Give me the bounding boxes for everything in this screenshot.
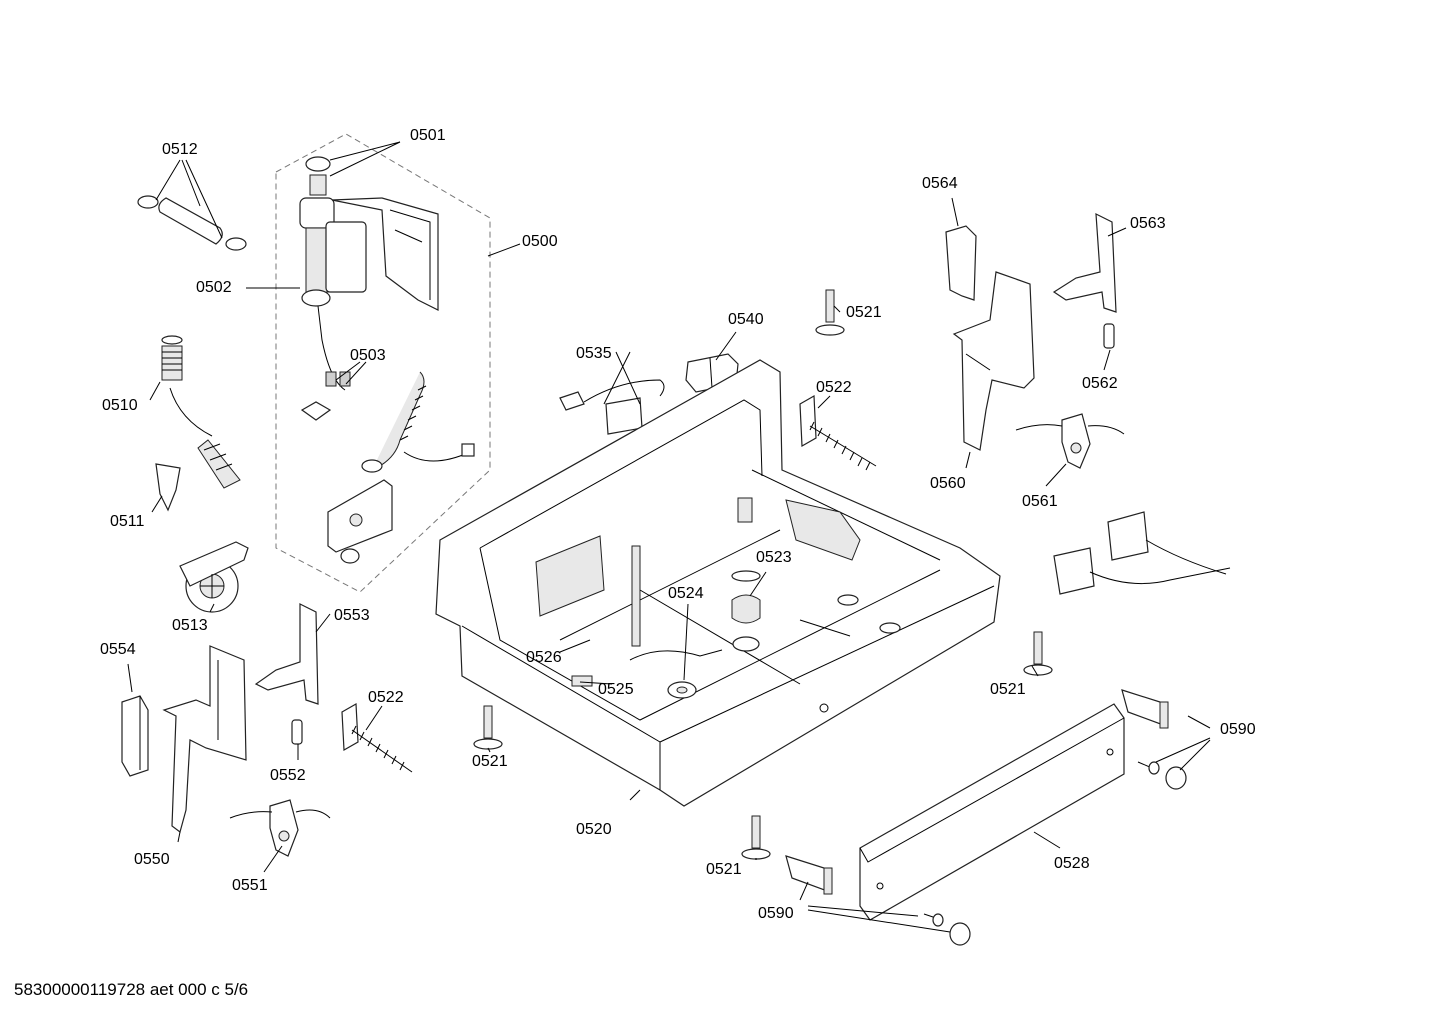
inlet-hose [161,335,241,489]
tube-with-clamps [137,195,247,251]
label-0501: 0501 [410,127,446,144]
bracket-0563 [1052,212,1117,313]
label-0524: 0524 [668,585,704,602]
label-0521-right: 0521 [990,681,1026,698]
label-0500: 0500 [522,233,558,250]
label-0535: 0535 [576,345,612,362]
level-sensor-bracket [327,479,393,564]
base-tray-0520 [435,359,1001,807]
label-0553: 0553 [334,607,370,624]
screw-0521-right [1023,631,1053,676]
label-0522-right: 0522 [816,379,852,396]
cover-0554 [121,695,149,777]
label-0521-left: 0521 [472,753,508,770]
bracket-0550 [162,645,247,834]
screw-0521-bottom [741,815,771,860]
spring-0522-right [799,394,877,471]
bracket-0560 [952,271,1035,451]
label-0522-left: 0522 [368,689,404,706]
label-0540: 0540 [728,311,764,328]
label-0561: 0561 [1022,493,1058,510]
label-0510: 0510 [102,397,138,414]
clip-0552 [291,719,303,745]
screw-0521-top [815,289,845,336]
bracket-0590-bottom [785,855,833,895]
drain-hose [361,371,475,473]
label-0562: 0562 [1082,375,1118,392]
bracket-0564 [945,225,977,301]
label-0503: 0503 [350,347,386,364]
clip-0562 [1103,323,1115,349]
label-0525: 0525 [598,681,634,698]
hose-clip [155,463,181,512]
valve-assembly [299,156,439,421]
label-0590-bottom: 0590 [758,905,794,922]
kick-plate-0528 [859,703,1125,921]
label-0502: 0502 [196,279,232,296]
drawing-code: 58300000119728 aet 000 c 5/6 [14,980,249,999]
label-0551: 0551 [232,877,268,894]
screw-0590-top [1137,761,1187,790]
leader-lines [127,141,1211,933]
label-0528: 0528 [1054,855,1090,872]
label-0564: 0564 [922,175,958,192]
wire-harness [1053,511,1231,595]
drain-pump [179,541,249,613]
label-0560: 0560 [930,475,966,492]
assembly-group-outline [275,133,491,593]
label-0512: 0512 [162,141,198,158]
label-0550: 0550 [134,851,170,868]
screw-0521-left [473,705,503,750]
label-0521-top: 0521 [846,304,882,321]
sensor-0551 [229,799,331,857]
label-0520: 0520 [576,821,612,838]
label-0523: 0523 [756,549,792,566]
label-0526: 0526 [526,649,562,666]
label-0513: 0513 [172,617,208,634]
label-0521-bottom: 0521 [706,861,742,878]
sensor-0561 [1015,413,1125,469]
bracket-0553 [254,603,319,705]
label-0563: 0563 [1130,215,1166,232]
screw-0590-bottom [923,913,971,946]
bracket-0590-top [1121,689,1169,729]
label-0554: 0554 [100,641,136,658]
wire-0535 [559,379,665,435]
label-0511: 0511 [110,513,145,530]
spring-0522-left [341,702,413,773]
label-0590-top: 0590 [1220,721,1256,738]
label-0552: 0552 [270,767,306,784]
